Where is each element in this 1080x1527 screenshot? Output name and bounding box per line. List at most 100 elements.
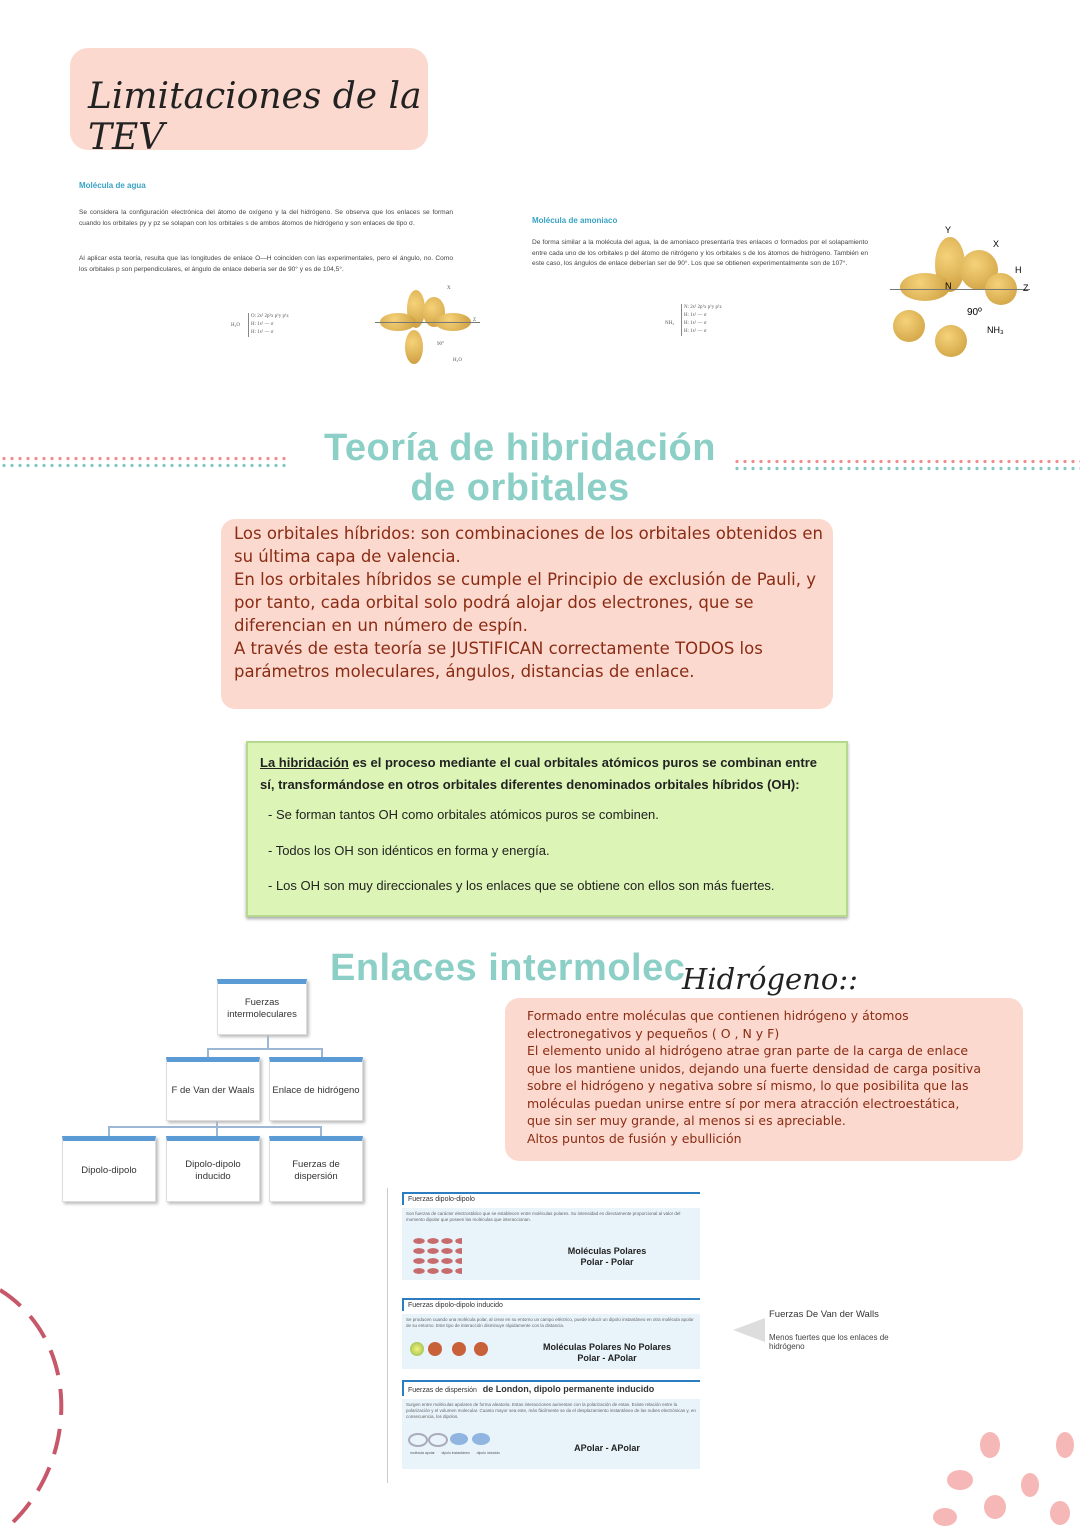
definicion-box: La hibridación es el proceso mediante el… xyxy=(246,741,848,917)
config-line: H: 1s¹ — σ xyxy=(684,321,707,326)
note-line: moléculas puedan unirse entre sí por mer… xyxy=(527,1095,960,1111)
label: molécula apolar xyxy=(410,1451,435,1455)
tree-node-vdw: F de Van der Waals xyxy=(166,1057,260,1121)
note-line: parámetros moleculares, ángulos, distanc… xyxy=(234,662,695,681)
panel-heading: Fuerzas de dispersión de London, dipolo … xyxy=(402,1380,700,1396)
molecule-label: NH₃ xyxy=(987,325,1004,335)
label: dipolo inducido xyxy=(476,1451,500,1455)
note-line: A través de esta teoría se JUSTIFICAN co… xyxy=(234,639,763,658)
axis-y-label: Y xyxy=(945,225,952,235)
tree-node-root: Fuerzas intermoleculares xyxy=(217,979,307,1035)
axis-x-label: X xyxy=(993,239,1000,249)
panel-heading: Fuerzas dipolo-dipolo inducido xyxy=(402,1298,700,1311)
label: dipolo instantáneo xyxy=(441,1451,470,1455)
config-line: N: 2s² 2p¹x p¹y p¹z xyxy=(684,305,722,310)
heading-extra: de London, dipolo permanente inducido xyxy=(482,1384,655,1394)
angle-label: 90º xyxy=(967,307,982,318)
note-line: diferencian en un número de espín. xyxy=(234,616,528,635)
polar-molecule-icon xyxy=(474,1342,488,1356)
heading-text: Fuerzas de dispersión xyxy=(408,1387,477,1394)
title-box: Limitaciones de la TEV xyxy=(70,48,428,158)
agua-heading: Molécula de agua xyxy=(79,181,146,190)
molecule-label: H₂O xyxy=(453,358,462,363)
h-atom-label: H xyxy=(1015,265,1022,275)
vdw-note-title: Fuerzas De Van der Walls xyxy=(769,1309,879,1320)
apolar-molecule-icon xyxy=(428,1433,448,1447)
note-line: Los orbitales híbridos: son combinacione… xyxy=(234,524,823,543)
def-line-1: La hibridación es el proceso mediante el… xyxy=(260,755,817,770)
dotted-divider-left xyxy=(0,455,290,469)
config-line: H: 1s¹ — σ xyxy=(251,322,274,327)
water-orbital-diagram: X Z 90° H₂O xyxy=(375,285,485,375)
tree-node-hbond: Enlace de hidrógeno xyxy=(269,1057,363,1121)
center-atom-label: N xyxy=(945,281,952,291)
config-line: H: 1s¹ — σ xyxy=(251,330,274,335)
panel-text: Surgen entre moléculas apolares de forma… xyxy=(406,1402,696,1419)
vdw-note-text: Menos fuertes que los enlaces de hidróge… xyxy=(769,1333,889,1351)
dotted-divider-right xyxy=(733,458,1080,472)
note-line: que sin ser muy grande, al menos si es a… xyxy=(527,1113,846,1128)
hidrogeno-note: Formado entre moléculas que contienen hi… xyxy=(505,998,1023,1161)
panel-divider xyxy=(387,1188,388,1483)
title-line: Teoría de hibridación xyxy=(324,427,716,469)
bold-line: Moléculas Polares xyxy=(567,1246,647,1256)
note-line: por tanto, cada orbital solo podrá aloja… xyxy=(234,593,754,612)
def-term: La hibridación xyxy=(260,755,349,770)
section-title-hibridacion: Teoría de hibridación de orbitales xyxy=(300,428,740,508)
petal-dots-decoration xyxy=(933,1432,1074,1526)
amoniaco-formula: NH₃ xyxy=(665,321,674,326)
title-line: de orbitales xyxy=(410,467,630,509)
dipole-icon xyxy=(450,1433,468,1445)
axis-x-label: X xyxy=(447,286,451,291)
note-line: El elemento unido al hidrógeno atrae gra… xyxy=(527,1043,969,1058)
def-rest: es el proceso mediante el cual orbitales… xyxy=(348,755,817,770)
panel-bold: APolar - APolar xyxy=(574,1443,640,1453)
panel-text: Son fuerzas de carácter electrostático q… xyxy=(406,1211,681,1222)
axis-z-label: Z xyxy=(1023,283,1029,293)
amoniaco-heading: Molécula de amoniaco xyxy=(532,216,618,225)
polar-molecules-image xyxy=(412,1236,462,1274)
ammonia-orbital-diagram: N Y X Z H 90º NH₃ xyxy=(885,225,1035,360)
note-line: Formado entre moléculas que contienen hi… xyxy=(527,1008,909,1023)
def-line-2: sí, transformándose en otros orbitales d… xyxy=(260,777,800,792)
tree-node-dispersion: Fuerzas de dispersión xyxy=(269,1136,363,1202)
agua-formula: H₂O xyxy=(231,323,240,328)
panel-text: Se producen cuando una molécula polar, a… xyxy=(406,1317,694,1328)
bold-line: Polar - Polar xyxy=(580,1257,634,1267)
bold-line: Polar - APolar xyxy=(577,1353,637,1363)
nonpolar-molecule-icon xyxy=(410,1342,424,1356)
note-line: que los mantiene unidos, dejando una fue… xyxy=(527,1060,981,1076)
dashed-arc-decoration xyxy=(0,1288,64,1527)
note-line: sobre el hidrógeno y negativa sobre sí m… xyxy=(527,1078,969,1093)
arrow-left-icon xyxy=(733,1318,765,1342)
panel-dispersion: Fuerzas de dispersión de London, dipolo … xyxy=(402,1380,700,1469)
config-line: H: 1s¹ — σ xyxy=(684,313,707,318)
amoniaco-config: N: 2s² 2p¹x p¹y p¹z H: 1s¹ — σ H: 1s¹ — σ H… xyxy=(681,304,722,336)
section-title-intermolec: Enlaces intermolec xyxy=(330,947,686,989)
axis-z-label: Z xyxy=(473,318,477,323)
note-line: En los orbitales híbridos se cumple el P… xyxy=(234,570,816,589)
hidrogeno-title: Hidrógeno:: xyxy=(682,962,858,996)
note-line: su última capa de valencia. xyxy=(234,547,461,566)
def-bullet: - Los OH son muy direccionales y los enl… xyxy=(268,878,775,893)
agua-p2: Al aplicar esta teoría, resulta que las … xyxy=(79,255,453,273)
config-line: H: 1s¹ — σ xyxy=(684,329,707,334)
bold-line: Moléculas Polares No Polares xyxy=(542,1342,672,1352)
hibridacion-note: Los orbitales híbridos: son combinacione… xyxy=(221,519,833,709)
dispersion-labels: molécula apolar dipolo instantáneo dipolo … xyxy=(410,1451,500,1455)
apolar-molecule-icon xyxy=(408,1433,428,1447)
polar-molecule-icon xyxy=(428,1342,442,1356)
polar-molecule-icon xyxy=(452,1342,466,1356)
tree-node-dipolo-inducido: Dipolo-dipolo inducido xyxy=(166,1136,260,1202)
panel-dipolo: Fuerzas dipolo-dipolo Son fuerzas de car… xyxy=(402,1192,700,1280)
angle-label: 90° xyxy=(437,342,444,347)
def-bullet: - Todos los OH son idénticos en forma y … xyxy=(268,843,550,858)
page-title: Limitaciones de la TEV xyxy=(88,76,422,158)
def-bullet: - Se forman tantos OH como orbitales ató… xyxy=(268,807,659,822)
tree-node-dipolo: Dipolo-dipolo xyxy=(62,1136,156,1202)
dipole-icon xyxy=(472,1433,490,1445)
